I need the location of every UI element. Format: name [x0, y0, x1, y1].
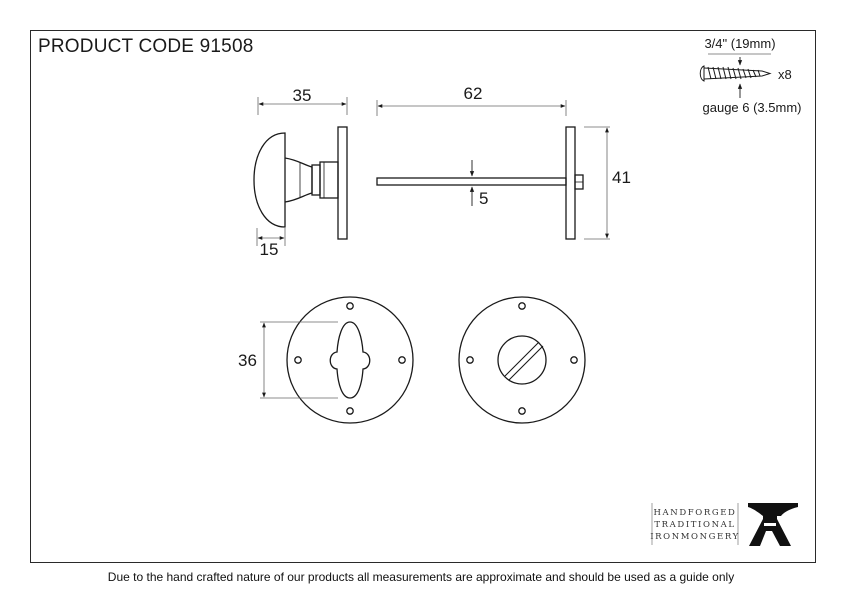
- dim-label-62: 62: [464, 84, 483, 103]
- dim-label-5: 5: [479, 189, 488, 208]
- dimension-plate-height: 41: [584, 126, 631, 240]
- anvil-logo-icon: [748, 503, 798, 546]
- product-code: PRODUCT CODE 91508: [38, 36, 254, 57]
- dimension-rose-diameter: 36: [238, 321, 338, 399]
- screw-spec: 3/4" (19mm) x8 gauge 6 (3.5mm): [699, 36, 802, 115]
- dimension-spindle-thickness: 5: [469, 160, 488, 208]
- screw-quantity: x8: [778, 67, 792, 82]
- footer-disclaimer: Due to the hand crafted nature of our pr…: [107, 570, 735, 584]
- dimension-knob-neck: 15: [256, 228, 286, 259]
- spindle-side-view: [376, 126, 584, 240]
- drawing-frame: [30, 30, 816, 563]
- release-front-view: [458, 296, 586, 424]
- dimension-knob-width: 35: [257, 86, 348, 115]
- knob-side-view: [253, 126, 348, 240]
- dim-label-36: 36: [238, 351, 257, 370]
- screw-icon: [699, 65, 772, 82]
- rose-front-view: [286, 296, 414, 424]
- dim-label-15: 15: [260, 240, 279, 259]
- dimension-spindle-length: 62: [376, 84, 567, 116]
- brand-line-1: HANDFORGED: [654, 508, 737, 518]
- dim-label-41: 41: [612, 168, 631, 187]
- brand-line-3: IRONMONGERY: [650, 532, 740, 542]
- screw-length-label: 3/4" (19mm): [704, 36, 775, 51]
- brand-block: HANDFORGED TRADITIONAL IRONMONGERY: [650, 503, 798, 546]
- screw-gauge-label: gauge 6 (3.5mm): [703, 100, 802, 115]
- brand-line-2: TRADITIONAL: [654, 520, 735, 530]
- dim-label-35: 35: [293, 86, 312, 105]
